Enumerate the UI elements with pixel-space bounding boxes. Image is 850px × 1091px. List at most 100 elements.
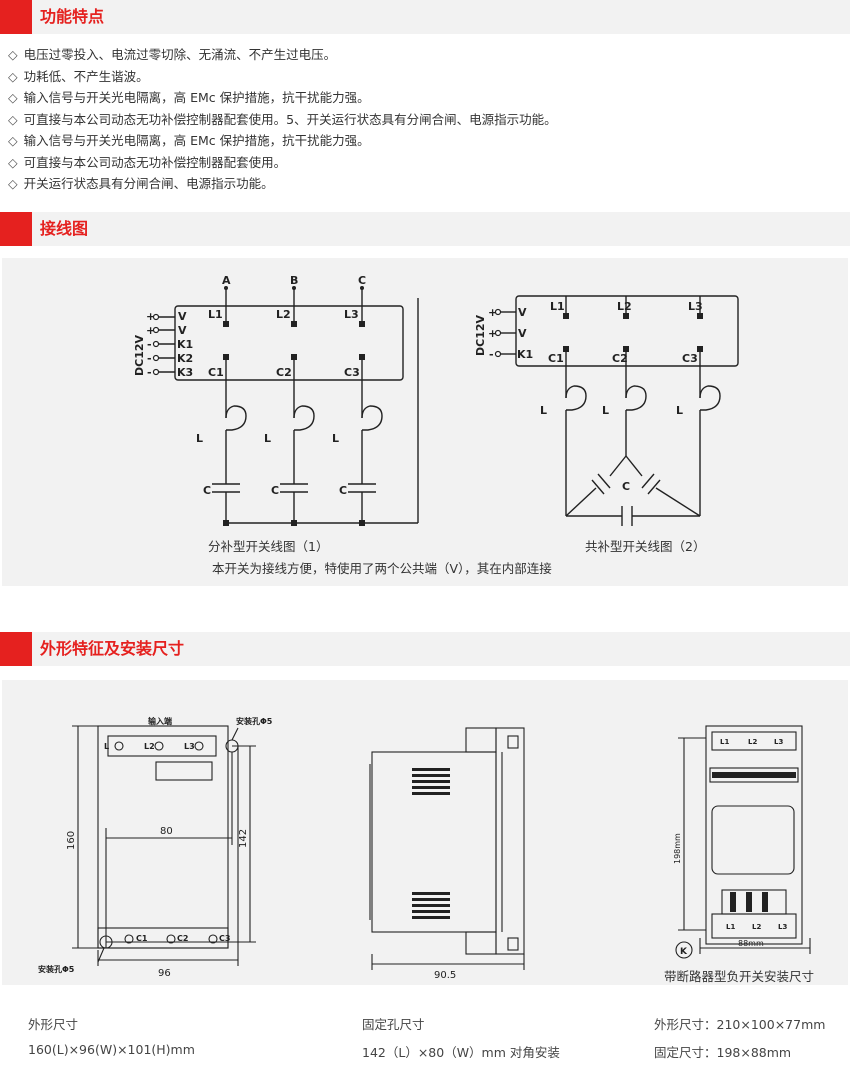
front-input-label: 输入端 [148,716,172,726]
dimensions-panel [2,680,848,985]
section-header-wiring: 接线图 [0,212,850,246]
d1-term-label: L1 [208,308,223,321]
section-marker [0,632,32,666]
breaker-term-label: L2 [748,738,757,746]
feature-item: ◇开关运行状态具有分闸合闸、电源指示功能。 [8,176,274,191]
wiring-note: 本开关为接线方便，特使用了两个公共端（V），其在内部连接 [212,561,552,576]
d1-caption: 分补型开关线图（1） [208,539,329,554]
feature-item: ◇功耗低、不产生谐波。 [8,68,149,84]
section-title-features: 功能特点 [40,7,105,26]
d1-term-label: L3 [344,308,359,321]
feature-list: ◇电压过零投入、电流过零切除、无涌流、不产生过电压。 ◇功耗低、不产生谐波。 ◇… [8,44,838,195]
breaker-caption: 带断路器型负开关安装尺寸 [664,969,815,984]
d1-phase-label: A [222,274,231,287]
front-hole-bottom-label: 安装孔Φ5 [38,964,75,974]
d2-voltage-label: DC12V [474,314,487,356]
d2-term-label: L1 [550,300,565,313]
d2-switch-box [515,295,739,367]
feature-item: ◇输入信号与开关光电隔离，高 EMc 保护措施，抗干扰能力强。 [8,133,370,148]
d2-term-label: C2 [612,352,628,365]
d2-input-label: V [518,306,527,319]
spec-value: 固定尺寸：198×88mm [654,1045,792,1060]
d1-c-label: C [203,484,211,497]
breaker-term-label: L1 [726,923,735,931]
dim-96: 96 [158,968,171,979]
d1-term-label: L2 [276,308,291,321]
diamond-icon: ◇ [8,154,18,170]
d1-switch-box [174,305,404,381]
diamond-icon: ◇ [8,111,18,127]
spec-label: 外形尺寸 [28,1017,79,1032]
d1-input-label: K2 [177,352,193,365]
dim-80: 80 [160,826,173,837]
d2-term-label: L3 [688,300,703,313]
d2-term-label: C3 [682,352,698,365]
front-term-label: C1 [136,934,148,943]
front-view-body [97,725,229,949]
diamond-icon: ◇ [8,47,18,62]
d1-input-label: V [178,310,187,323]
d1-l-label: L [332,432,339,445]
spec-value: 142（L）×80（W）mm 对角安装 [362,1045,560,1060]
front-term-label: C3 [219,934,230,943]
d1-phase-label: B [290,274,298,287]
d1-term-label: C2 [276,366,292,379]
d1-l-label: L [196,432,203,445]
section-marker [0,0,32,34]
diamond-icon: ◇ [8,90,18,105]
wiring-diagrams: A B C L1 L2 L3 C1 C2 C3 V V K1 K2 K3 + +… [133,274,739,526]
d2-input-label: V [518,327,527,340]
d2-caption: 共补型开关线图（2） [585,539,706,554]
d1-input-label: K3 [177,366,193,379]
section-header-features: 功能特点 [0,0,850,34]
d2-l-label: L [540,404,547,417]
d1-c-label: C [339,484,347,497]
d1-polarity: - [147,366,152,379]
d1-input-label: K1 [177,338,193,351]
section-title-dimensions: 外形特征及安装尺寸 [40,639,185,658]
dim-198: 198mm [673,833,682,864]
breaker-k-mark: K [680,947,688,957]
dim-142: 142 [238,829,249,848]
spec-value: 160(L)×96(W)×101(H)mm [28,1042,195,1057]
front-term-label: L2 [144,742,155,751]
section-header-dimensions: 外形特征及安装尺寸 [0,632,850,666]
d2-polarity: + [488,306,497,319]
d1-polarity: - [147,338,152,351]
d2-input-label: K1 [517,348,533,361]
breaker-view-body [705,725,803,945]
d1-input-label: V [178,324,187,337]
dimension-drawings: 输入端 安装孔Φ5 安装孔Φ5 L L2 L3 C1 C2 C3 80 160 … [38,716,811,981]
feature-item: ◇可直接与本公司动态无功补偿控制器配套使用。 [8,154,287,170]
d1-c-label: C [271,484,279,497]
diamond-icon: ◇ [8,176,18,191]
front-term-label: L [104,742,109,751]
d1-polarity: - [147,352,152,365]
breaker-term-label: L3 [778,923,787,931]
d2-term-label: L2 [617,300,632,313]
breaker-term-label: L1 [720,738,729,746]
dim-90-5: 90.5 [434,970,456,981]
d1-polarity: + [146,310,155,323]
diamond-icon: ◇ [8,68,18,84]
feature-item: ◇输入信号与开关光电隔离，高 EMc 保护措施，抗干扰能力强。 [8,90,370,105]
breaker-term-label: L2 [752,923,761,931]
section-title-wiring: 接线图 [40,219,89,238]
diamond-icon: ◇ [8,133,18,148]
d2-polarity: - [489,348,494,361]
spec-label: 固定孔尺寸 [362,1017,425,1032]
section-marker [0,212,32,246]
breaker-term-label: L3 [774,738,783,746]
dim-88: 88mm [738,939,764,948]
feature-item: ◇电压过零投入、电流过零切除、无涌流、不产生过电压。 [8,47,337,62]
d2-l-label: L [676,404,683,417]
d2-polarity: + [488,327,497,340]
d1-term-label: C1 [208,366,224,379]
front-term-label: L3 [184,742,195,751]
d2-l-label: L [602,404,609,417]
spec-label: 外形尺寸：210×100×77mm [654,1017,826,1032]
front-hole-top-label: 安装孔Φ5 [236,716,273,726]
dim-160: 160 [66,831,77,850]
d2-term-label: C1 [548,352,564,365]
d1-phase-label: C [358,274,366,287]
